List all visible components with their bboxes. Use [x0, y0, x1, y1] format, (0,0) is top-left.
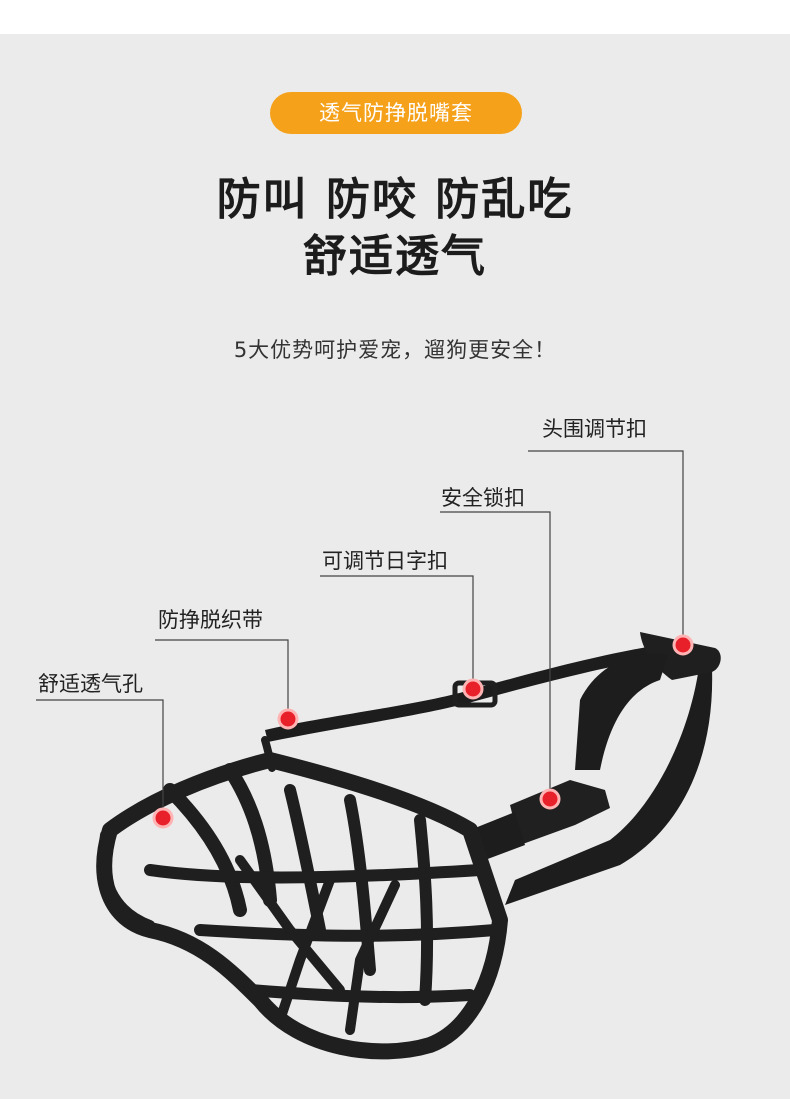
marker-safety-lock [539, 788, 561, 810]
callout-head-adjust-buckle: 头围调节扣 [542, 417, 647, 441]
headline-line-2: 舒适透气 [303, 231, 487, 282]
marker-anti-escape-strap [277, 708, 299, 730]
marker-head-adjust [672, 634, 694, 656]
marker-slider-buckle [462, 678, 484, 700]
headline-line-1: 防叫 防咬 防乱吃 [216, 174, 574, 225]
callout-breathable-vent: 舒适透气孔 [38, 672, 143, 696]
callout-adjustable-slider-buckle: 可调节日字扣 [322, 549, 448, 573]
markers [152, 634, 694, 829]
top-white-band [0, 0, 790, 34]
advantage-subline: 5大优势呵护爱宠，遛狗更安全！ [233, 338, 557, 362]
safety-buckle-shape [510, 780, 610, 845]
side-strap [575, 653, 668, 770]
leader-lines [36, 450, 684, 815]
callout-safety-lock-buckle: 安全锁扣 [441, 486, 525, 510]
cage [96, 736, 508, 1060]
lower-strap [505, 660, 713, 905]
marker-vent-hole [152, 807, 174, 829]
feature-badge: 透气防挣脱嘴套 [270, 92, 522, 134]
callout-anti-escape-strap: 防挣脱织带 [158, 608, 263, 632]
